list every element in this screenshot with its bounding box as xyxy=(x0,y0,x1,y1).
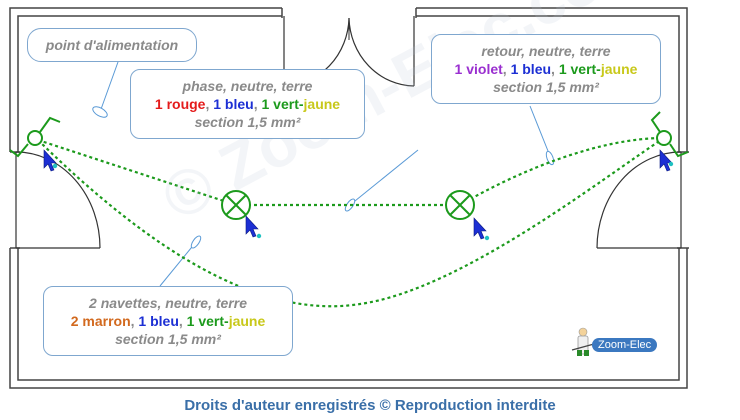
traveler-part: , xyxy=(130,313,139,329)
wire-return xyxy=(459,136,665,206)
return-part: 1 vert- xyxy=(558,61,601,77)
light-fixture-icon xyxy=(221,190,251,220)
return-cable-line3: section 1,5 mm² xyxy=(493,79,599,95)
supply-part: 1 vert- xyxy=(261,96,304,112)
traveler-cable-line1: 2 navettes, neutre, terre xyxy=(89,295,247,311)
return-cable-line1: retour, neutre, terre xyxy=(481,43,611,59)
traveler-part: jaune xyxy=(228,313,266,329)
left-door xyxy=(8,151,101,249)
cursor-icon xyxy=(43,149,58,172)
callout-power-point-label: point d'alimentation xyxy=(45,37,179,53)
supply-cable-line2: 1 rouge, 1 bleu, 1 vert-jaune xyxy=(131,95,364,113)
traveler-part: 1 bleu xyxy=(138,313,179,329)
cursor-icon xyxy=(245,215,262,239)
wire-supply xyxy=(37,138,237,207)
power-point-icon xyxy=(9,116,61,158)
copyright-footer: Droits d'auteur enregistrés © Reproducti… xyxy=(184,397,556,414)
wire-travelers xyxy=(37,137,665,308)
wires xyxy=(37,136,665,308)
return-part: , xyxy=(502,61,511,77)
traveler-cable-line3: section 1,5 mm² xyxy=(115,331,221,347)
traveler-part: 2 marron xyxy=(70,313,131,329)
return-part: 1 violet xyxy=(454,61,503,77)
switch-icon xyxy=(650,111,689,158)
light-fixture-icon xyxy=(445,190,475,220)
supply-part: jaune xyxy=(303,96,341,112)
traveler-part: 1 vert- xyxy=(186,313,229,329)
right-door xyxy=(596,151,689,249)
traveler-cable-line2: 2 marron, 1 bleu, 1 vert-jaune xyxy=(44,312,292,330)
callout-return-cable: retour, neutre, terre 1 violet, 1 bleu, … xyxy=(431,34,661,104)
supply-part: 1 rouge xyxy=(154,96,206,112)
callout-traveler-cable: 2 navettes, neutre, terre 2 marron, 1 bl… xyxy=(43,286,293,356)
supply-part: , xyxy=(205,96,214,112)
return-cable-line2: 1 violet, 1 bleu, 1 vert-jaune xyxy=(432,60,660,78)
traveler-part: , xyxy=(178,313,187,329)
return-part: , xyxy=(551,61,559,77)
supply-cable-line3: section 1,5 mm² xyxy=(194,114,301,130)
return-part: 1 bleu xyxy=(510,61,552,77)
callout-power-point: point d'alimentation xyxy=(27,28,197,62)
cursor-icon xyxy=(659,149,674,172)
supply-cable-line1: phase, neutre, terre xyxy=(182,78,313,94)
supply-part: , xyxy=(253,96,262,112)
electrician-icon xyxy=(571,327,595,356)
zoom-elec-logo: Zoom-Elec xyxy=(592,338,658,352)
return-part: jaune xyxy=(600,61,638,77)
callout-supply-cable: phase, neutre, terre 1 rouge, 1 bleu, 1 … xyxy=(130,69,365,139)
supply-part: 1 bleu xyxy=(213,96,254,112)
leader-lines xyxy=(92,61,555,287)
cursor-icon xyxy=(473,217,490,241)
